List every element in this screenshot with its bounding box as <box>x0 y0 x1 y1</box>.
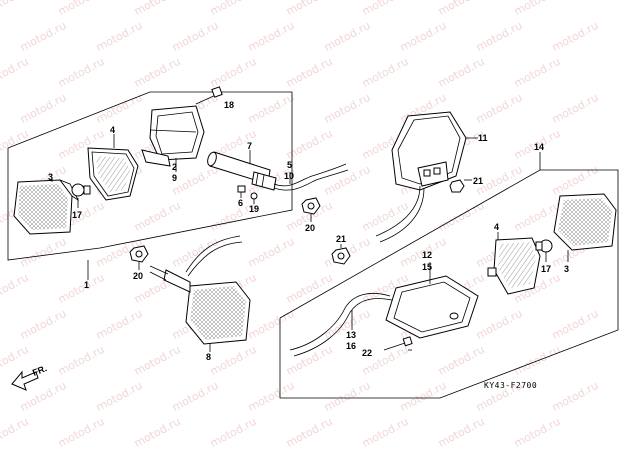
callout-8: 8 <box>206 352 211 362</box>
front-left-group-outline <box>7 91 293 261</box>
nut-20-upper <box>301 197 321 215</box>
stay-tube <box>207 151 277 191</box>
wire-front <box>273 163 349 191</box>
callout-3-front: 3 <box>48 172 53 182</box>
callout-21-upper: 21 <box>473 176 483 186</box>
socket-housing-rear <box>487 237 541 295</box>
callout-10: 10 <box>284 171 294 181</box>
figure-code: KY43-F2700 <box>484 381 537 390</box>
callout-5: 5 <box>287 160 292 170</box>
front-lens-left <box>13 179 80 235</box>
rear-lens-body <box>385 275 479 339</box>
callout-18: 18 <box>224 100 234 110</box>
rear-lens-outer <box>553 193 617 251</box>
callout-7: 7 <box>247 141 252 151</box>
wire-rear-right <box>289 293 393 357</box>
callout-14: 14 <box>534 142 544 152</box>
screw-22 <box>383 336 413 351</box>
mount-bracket <box>141 105 205 167</box>
bolt-18 <box>195 86 223 105</box>
callout-15: 15 <box>422 262 432 272</box>
leader-lines <box>51 134 569 352</box>
callout-12: 12 <box>422 250 432 260</box>
callout-2: 2 <box>172 162 177 172</box>
callout-1: 1 <box>84 280 89 290</box>
front-lens-right <box>149 265 251 345</box>
callout-6: 6 <box>238 198 243 208</box>
screw-19 <box>250 192 258 200</box>
callout-4-rear: 4 <box>494 222 499 232</box>
wire-front-right <box>185 235 243 277</box>
wire-rear-left <box>375 185 425 243</box>
nut-6 <box>237 185 246 193</box>
callout-17-rear: 17 <box>541 264 551 274</box>
bulb-front <box>71 183 91 197</box>
callout-4-front: 4 <box>110 125 115 135</box>
callout-21-lower: 21 <box>336 234 346 244</box>
front-direction-indicator: FR. <box>11 363 48 391</box>
callout-16: 16 <box>346 341 356 351</box>
nut-21-upper <box>449 179 465 193</box>
nut-20-lower <box>129 245 149 263</box>
callout-20-lower: 20 <box>133 271 143 281</box>
callout-20-upper: 20 <box>305 223 315 233</box>
callout-11: 11 <box>478 133 488 143</box>
callout-17-front: 17 <box>72 210 82 220</box>
callout-19: 19 <box>249 204 259 214</box>
nut-21-lower <box>331 247 351 265</box>
callout-3-rear: 3 <box>564 264 569 274</box>
front-label: FR. <box>31 363 48 378</box>
callout-9: 9 <box>172 173 177 183</box>
callout-13: 13 <box>346 330 356 340</box>
callout-22: 22 <box>362 348 372 358</box>
callout-labels: 3 17 4 2 9 18 7 5 10 6 19 20 1 20 8 21 1… <box>48 100 569 362</box>
socket-housing-front <box>87 147 139 201</box>
rear-housing <box>391 111 467 191</box>
bulb-rear <box>535 239 553 253</box>
